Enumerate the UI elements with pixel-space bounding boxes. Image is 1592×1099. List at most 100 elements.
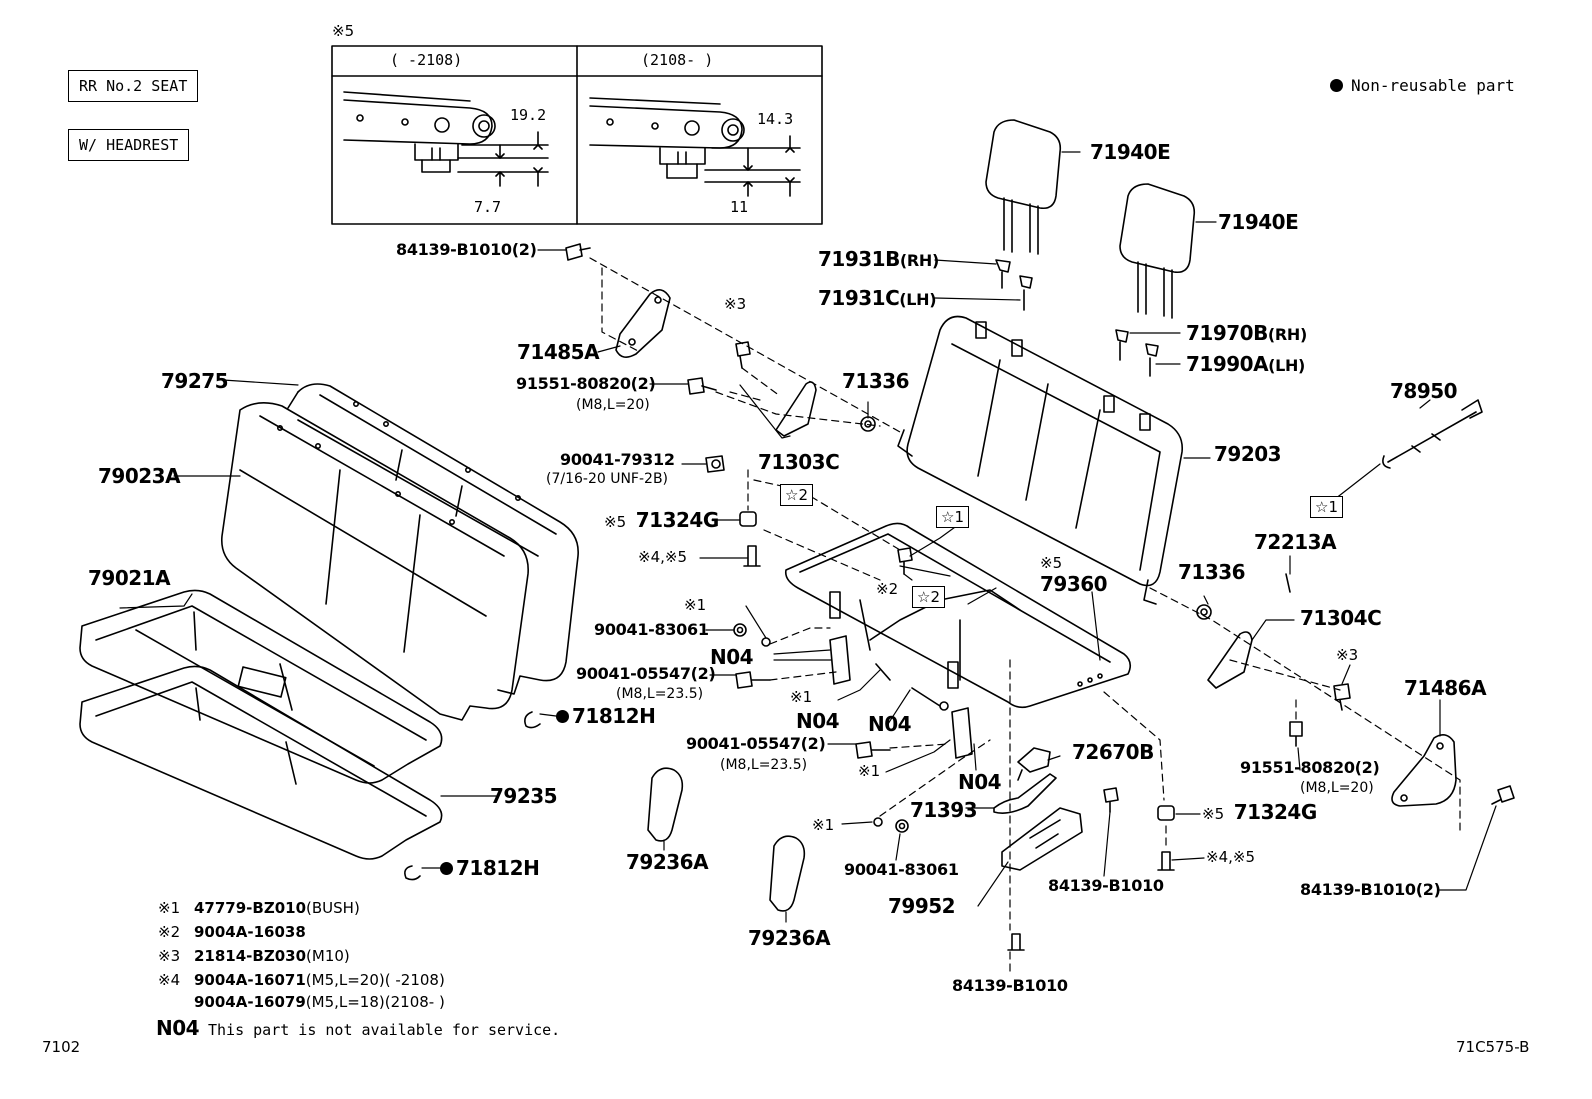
note-row: ※1 47779-BZ010(BUSH)	[158, 898, 445, 922]
leader-lines	[119, 151, 1497, 923]
label-71304c: 71304C	[1300, 606, 1382, 630]
note-code: 9004A-16038	[194, 923, 306, 941]
note-desc: (BUSH)	[306, 899, 360, 917]
label-m8-l20-left: (M8,L=20)	[576, 397, 650, 413]
lh-suffix: (LH)	[1268, 356, 1306, 375]
label-ref2: ※2	[876, 580, 899, 598]
note-desc: (M10)	[306, 947, 350, 965]
label-71393: 71393	[910, 798, 978, 822]
label-71812h-upper: 71812H	[556, 704, 656, 728]
clip-71812h-upper-shape	[524, 711, 541, 729]
plate-71304c-shape	[1207, 631, 1253, 689]
n04-code: N04	[156, 1016, 200, 1040]
label-79236a-lower: 79236A	[748, 926, 831, 950]
n04-note: N04 This part is not available for servic…	[156, 1018, 560, 1038]
label-n04-d: N04	[958, 770, 1002, 794]
part-71324g: 71324G	[1233, 800, 1318, 824]
lh-suffix: (LH)	[899, 290, 937, 309]
part-71990a: 71990A	[1186, 352, 1269, 376]
handle-79236a-lower-shape	[769, 835, 806, 912]
label-unf: (7/16-20 UNF-2B)	[546, 471, 669, 487]
note-desc: (M5,L=18)(2108- )	[305, 993, 445, 1011]
inset-left-header: ( -2108)	[390, 51, 463, 69]
note-code: 47779-BZ010	[194, 899, 307, 917]
label-71812h-lower: 71812H	[440, 858, 540, 878]
legend-text: Non-reusable part	[1351, 76, 1515, 95]
headrest-title-box: W/ HEADREST	[68, 129, 190, 161]
cover-79952-shape	[1001, 807, 1083, 871]
label-m8-l20-right: (M8,L=20)	[1300, 780, 1374, 796]
non-reusable-dot-icon	[440, 862, 453, 875]
label-84139-b1010-right: 84139-B1010(2)	[1300, 880, 1441, 899]
label-78950: 78950	[1390, 379, 1458, 403]
label-79275: 79275	[161, 369, 229, 393]
label-79360: 79360	[1040, 572, 1108, 596]
label-ref1-b: ※1	[790, 688, 813, 706]
label-84139-b1010-top: 84139-B1010(2)	[396, 240, 537, 259]
figure-code: 71C575-B	[1456, 1038, 1530, 1056]
frame-79203-shape	[897, 315, 1184, 605]
star-1-box-cable: ☆1	[1310, 496, 1343, 518]
part-71970b: 71970B	[1186, 321, 1268, 345]
inset-right-dim-top: 14.3	[757, 110, 794, 128]
label-71336-top: 71336	[842, 369, 910, 393]
page-code: 7102	[42, 1038, 81, 1056]
label-n04-b: N04	[796, 709, 840, 733]
assembly-lines	[589, 257, 1461, 973]
label-ref3-top: ※3	[724, 295, 747, 313]
label-71940e-top: 71940E	[1090, 140, 1171, 164]
label-90041-83061-bottom: 90041-83061	[844, 860, 959, 879]
clip-71812h-lower-shape	[404, 865, 421, 881]
note-desc: (M5,L=20)( -2108)	[305, 971, 445, 989]
rh-suffix: (RH)	[1267, 325, 1307, 344]
star-2-box-frame: ☆2	[912, 586, 945, 608]
label-71336-right: 71336	[1178, 560, 1246, 584]
note-mark: ※3	[158, 947, 181, 965]
label-ref3-right: ※3	[1336, 646, 1359, 664]
inset-left-dim-top: 19.2	[510, 106, 547, 124]
seat-title-box: RR No.2 SEAT	[68, 70, 199, 102]
seatback-79275-shape	[287, 383, 579, 695]
frame-79360-shape	[784, 522, 1132, 709]
label-71931c: 71931C(LH)	[818, 288, 937, 309]
label-71303c: 71303C	[758, 450, 840, 474]
fasteners	[565, 243, 1515, 951]
label-ref1-c: ※1	[858, 762, 881, 780]
label-79023a: 79023A	[98, 464, 181, 488]
note-mark: ※1	[158, 899, 181, 917]
seatback-79023a-shape	[220, 400, 529, 721]
part-71324g: 71324G	[635, 508, 720, 532]
cushion-79235-shape	[79, 665, 443, 860]
label-m8-l235-right: (M8,L=23.5)	[720, 757, 808, 773]
label-90041-79312: 90041-79312	[560, 450, 675, 469]
note-code: 9004A-16071	[194, 971, 306, 989]
strap-71393-shape	[993, 773, 1057, 814]
n04-desc: This part is not available for service.	[208, 1021, 561, 1039]
note-row: ※2 9004A-16038	[158, 922, 445, 946]
inset-left-dim-bottom: 7.7	[474, 198, 502, 216]
star-1-box: ☆1	[936, 506, 969, 528]
note-mark: ※2	[158, 923, 181, 941]
part-71812h: 71812H	[572, 704, 656, 728]
label-71324g-right: ※5 71324G	[1202, 802, 1317, 822]
part-71931b: 71931B	[818, 247, 900, 271]
ref5-mark: ※5	[1202, 805, 1225, 823]
label-79235: 79235	[490, 784, 558, 808]
headrest-left-shape	[985, 119, 1062, 255]
rh-suffix: (RH)	[899, 251, 939, 270]
inset-right-dim-bottom: 11	[730, 198, 749, 216]
cushion-79021a-shape	[79, 589, 443, 784]
latch-72670b-shape	[1017, 747, 1051, 781]
label-90041-05547-right: 90041-05547(2)	[686, 734, 826, 753]
handle-79236a-upper-shape	[647, 767, 684, 842]
label-71485a: 71485A	[517, 340, 600, 364]
label-71486a: 71486A	[1404, 676, 1487, 700]
bracket-71485a-shape	[615, 289, 671, 358]
inset-detail	[331, 45, 823, 225]
label-ref1-a: ※1	[684, 596, 707, 614]
label-84139-b1010-center: 84139-B1010	[1048, 876, 1164, 895]
non-reusable-dot-icon	[556, 710, 569, 723]
